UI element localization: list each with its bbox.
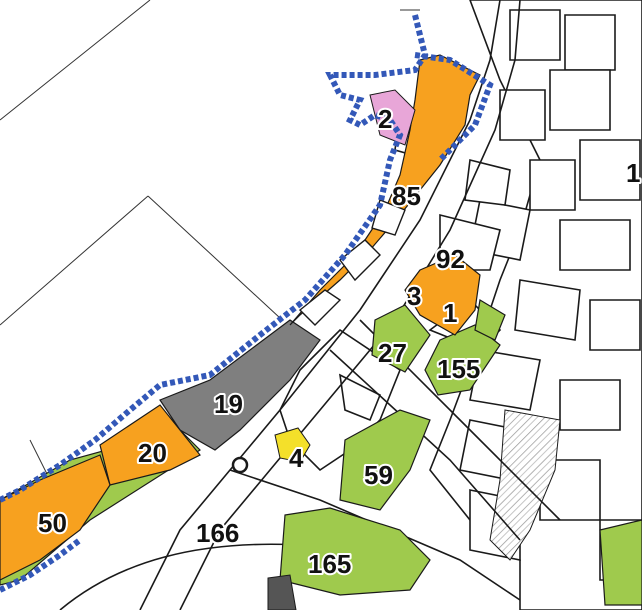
roundabout-marker: [231, 456, 249, 474]
pink-zone-2: [369, 89, 416, 146]
green-zone-59: [339, 409, 431, 511]
label-165: 165: [308, 549, 351, 579]
label-1: 1: [443, 298, 457, 328]
label-50: 50: [38, 508, 67, 538]
label-1-edge: 1: [626, 158, 640, 188]
label-2: 2: [378, 104, 392, 134]
label-92: 92: [436, 244, 465, 274]
project-boundary: [0, 14, 494, 593]
orange-zone-50: [0, 454, 111, 581]
label-166: 166: [196, 518, 239, 548]
green-zone-155: [424, 324, 501, 396]
label-4: 4: [289, 443, 304, 473]
dark-building: [267, 574, 297, 610]
label-85: 85: [392, 181, 421, 211]
green-zone-east: [599, 519, 642, 606]
label-27: 27: [378, 338, 407, 368]
label-19: 19: [214, 389, 243, 419]
label-155: 155: [437, 354, 480, 384]
green-zone-27: [371, 304, 431, 373]
grey-zone-19: [159, 319, 321, 451]
label-59: 59: [364, 460, 393, 490]
zone-labels: 2 85 92 3 1 1 27 155 19 20 4 59 50 166 1…: [36, 102, 642, 581]
green-zone-155-east: [474, 299, 506, 341]
parcel-lines: [0, 0, 420, 481]
label-20: 20: [138, 438, 167, 468]
orange-zone-92: [404, 254, 481, 336]
yellow-zone-4: [274, 427, 311, 463]
urban-blocks: [429, 0, 642, 610]
label-3: 3: [407, 281, 421, 311]
